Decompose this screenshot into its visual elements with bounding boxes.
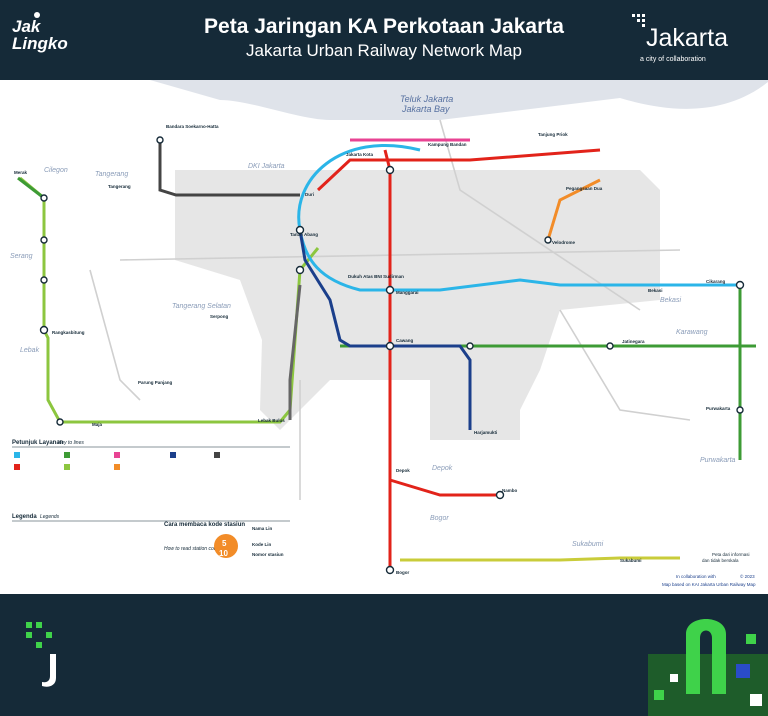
urban-area	[175, 170, 660, 440]
legend: Petunjuk Layanan Key to lines Legenda Le…	[12, 440, 290, 558]
code-number: 10	[219, 549, 228, 558]
station-label: Nambo	[502, 488, 518, 493]
region-label: Bekasi	[660, 297, 681, 304]
station-no-label: Nomor stasiun	[252, 552, 284, 557]
station-label: Sukabumi	[620, 558, 642, 563]
region-label: Lebak	[20, 347, 40, 354]
jakarta-grid-icon	[632, 14, 646, 38]
logo-dot-icon	[34, 12, 40, 18]
header: Jak Lingko Peta Jaringan KA Perkotaan Ja…	[0, 0, 768, 80]
bay-label-en: Jakarta Bay	[401, 104, 450, 114]
region-label: Purwakarta	[700, 457, 736, 464]
station-label: Velodrome	[552, 240, 576, 245]
line-grey-south	[288, 284, 302, 420]
region-label: Sukabumi	[572, 541, 604, 548]
region-label: Serang	[10, 253, 33, 260]
station-label: Harjamukti	[474, 430, 497, 435]
bay-water	[150, 80, 768, 120]
station-label: Tanjung Priok	[538, 132, 568, 137]
line-red-east	[316, 148, 601, 192]
station-label: Kampung Bandan	[428, 142, 467, 147]
station-label: Tangerang	[108, 184, 131, 189]
jaklingko-logo: Jak Lingko	[12, 12, 68, 53]
station-label: Depok	[396, 468, 410, 473]
station-label: Duri	[305, 192, 314, 197]
station-label: Bekasi	[648, 288, 663, 293]
brand-right-name: Jakarta	[646, 24, 728, 52]
page-title: Peta Jaringan KA Perkotaan Jakarta Jakar…	[150, 14, 618, 62]
railway-map: Cilegon Tangerang DKI Jakarta Serang Leb…	[0, 80, 768, 594]
bay-label: Teluk Jakarta	[400, 94, 453, 104]
line-code-label: Kode Lin	[252, 542, 271, 547]
brand-left-line2: Lingko	[12, 34, 68, 53]
region-label: Karawang	[676, 329, 708, 336]
disclaimer-2: dan tidak berskala	[702, 558, 739, 563]
collab-note: In collaboration with	[676, 574, 716, 579]
title-indonesian: Peta Jaringan KA Perkotaan Jakarta	[204, 15, 564, 38]
read-code-title: Cara membaca kode stasiun	[164, 522, 245, 528]
title-english: Jakarta Urban Railway Network Map	[246, 41, 522, 60]
jakarta-j-icon	[26, 622, 56, 687]
station-label: Pegangsaan Dua	[566, 186, 603, 191]
station-label: Manggarai	[396, 290, 419, 295]
read-code-subtitle: How to read station codes	[164, 546, 222, 552]
station-label: Cikarang	[706, 279, 726, 284]
region-label: Tangerang Selatan	[172, 303, 231, 310]
station-label: Parung Panjang	[138, 380, 173, 385]
year-note: © 2023	[740, 573, 755, 579]
legend-service-title: Petunjuk Layanan	[12, 440, 64, 446]
minor-lines	[89, 119, 691, 500]
code-badge	[214, 534, 238, 558]
decorative-pattern-icon	[648, 619, 768, 716]
line-name-label: Nama Lin	[252, 526, 273, 531]
station-label: Bogor	[396, 570, 409, 575]
region-label: Tangerang	[95, 171, 128, 178]
legend-title: Legenda	[12, 514, 37, 520]
line-grey-airport	[158, 140, 300, 197]
station-label: Rangkasbitung	[52, 330, 85, 335]
station-label: Bandara Soekarno-Hatta	[166, 124, 219, 129]
line-green-merak	[17, 176, 45, 200]
code-line: 5	[222, 539, 227, 548]
station-label: Cawang	[396, 338, 414, 343]
region-label: DKI Jakarta	[248, 163, 285, 170]
disclaimer: Peta dari informasi	[712, 552, 750, 557]
station-label: Lebak Bulus	[258, 418, 285, 423]
region-label: Cilegon	[44, 167, 68, 174]
station-label: Serpong	[210, 314, 229, 319]
map-canvas: Cilegon Tangerang DKI Jakarta Serang Leb…	[10, 80, 768, 587]
footer	[0, 594, 768, 716]
station-label: Merak	[14, 170, 28, 175]
station-label: Purwakarta	[706, 406, 731, 411]
line-orange	[546, 178, 601, 241]
legend-subtitle: Legends	[40, 514, 60, 520]
brand-right-tagline: a city of collaboration	[640, 56, 706, 63]
station-markers	[39, 136, 745, 575]
legend-service-subtitle: Key to lines	[58, 440, 84, 446]
jakarta-logo: Jakarta a city of collaboration	[632, 14, 752, 70]
station-label: Jatinegara	[622, 339, 645, 344]
line-yellow	[400, 556, 680, 562]
station-label: Maja	[92, 422, 103, 427]
line-red-nambo	[389, 478, 500, 497]
region-label: Bogor	[430, 515, 449, 522]
station-label: Dukuh Atas BNI Sudirman	[348, 274, 404, 279]
based-on-note: Map based on KAI Jakarta Urban Railway M…	[662, 582, 756, 587]
station-label: Tanah Abang	[290, 232, 318, 237]
region-label: Depok	[432, 465, 453, 472]
station-label: Jakarta Kota	[346, 152, 374, 157]
brand-left-line1: Jak	[12, 17, 41, 36]
line-navy	[298, 229, 472, 430]
